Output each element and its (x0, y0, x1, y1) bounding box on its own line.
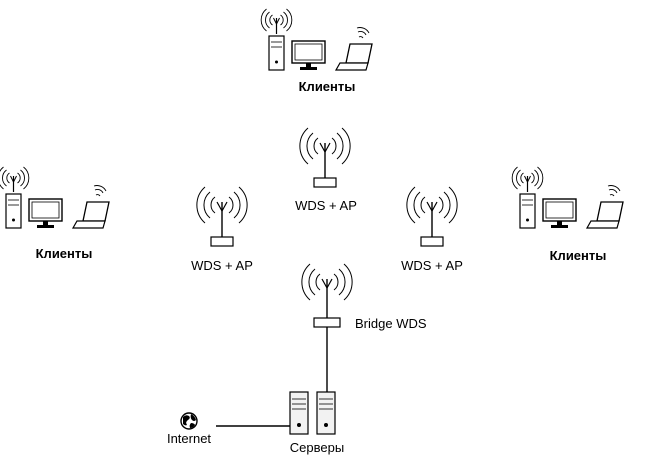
globe-icon (180, 412, 198, 430)
internet-label: Internet (167, 431, 211, 446)
client-group-top: Клиенты (261, 9, 372, 94)
client-group-left: Клиенты (0, 167, 109, 261)
internet: Internet (167, 412, 211, 446)
wireless-bridge-icon (301, 263, 353, 328)
bridge-label: Bridge WDS (355, 316, 427, 331)
access-point-left: WDS + AP (191, 187, 253, 273)
clients-left-label: Клиенты (36, 246, 93, 261)
wireless-access-point-icon (407, 187, 457, 246)
wireless-access-point-icon (300, 128, 350, 187)
clients-top-label: Клиенты (299, 79, 356, 94)
servers: Серверы (289, 391, 344, 455)
ap-top-label: WDS + AP (295, 198, 357, 213)
ap-right-label: WDS + AP (401, 258, 463, 273)
access-point-right: WDS + AP (401, 187, 463, 273)
access-point-top: WDS + AP (295, 128, 357, 213)
wireless-access-point-icon (197, 187, 247, 246)
bridge-wds: Bridge WDS (301, 263, 427, 331)
servers-label: Серверы (290, 440, 344, 455)
clients-right-label: Клиенты (550, 248, 607, 263)
ap-left-label: WDS + AP (191, 258, 253, 273)
server-icon (289, 391, 309, 435)
server-icon (316, 391, 336, 435)
client-group-right: Клиенты (512, 167, 623, 263)
